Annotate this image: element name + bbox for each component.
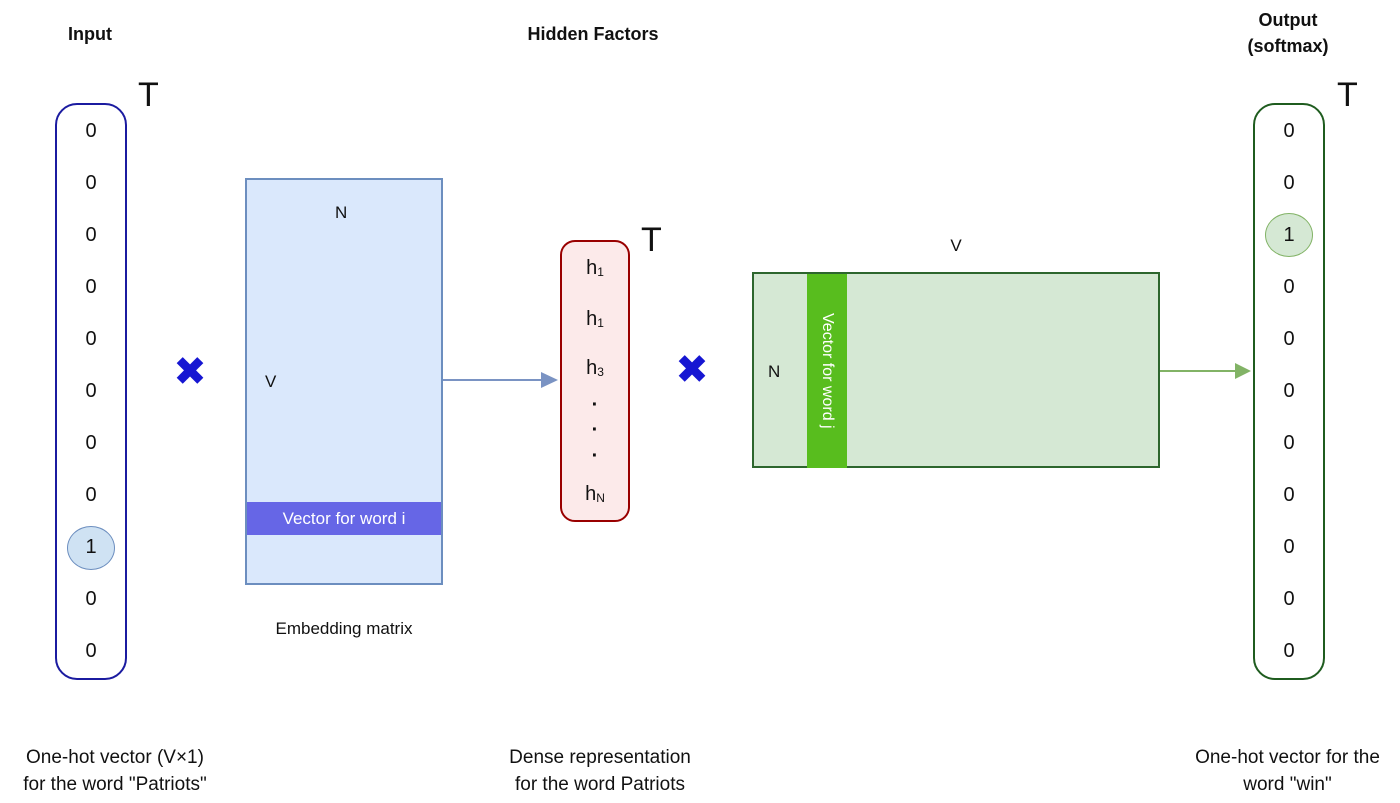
vector-cell: 0 [1255,105,1323,157]
vector-cell: 0 [57,626,125,678]
output-title-line1: Output [1258,10,1318,30]
output-caption-line1: One-hot vector for the [1195,747,1380,768]
embedding-v-label: V [265,372,277,391]
vector-value: 0 [85,484,97,507]
vector-cell: 0 [1255,470,1323,522]
hidden-entry: · [591,393,599,416]
hidden-entry-base: h [586,357,598,380]
hidden-entry-subscript: 1 [597,315,604,330]
embedding-matrix-caption: Embedding matrix [275,619,413,638]
output-vector: 0 0 1 0 0 0 0 0 0 0 0 [1253,103,1325,680]
vector-cell: 0 [57,365,125,417]
embedding-n-label: N [335,203,348,222]
vector-cell: 0 [57,418,125,470]
vector-value: 0 [85,588,97,611]
vector-value: 0 [1283,171,1295,194]
vector-cell: 0 [57,209,125,261]
vector-cell: 0 [1255,626,1323,678]
vector-cell: 0 [1255,313,1323,365]
hidden-entry-subscript: 3 [597,365,604,380]
vector-value: 0 [85,380,97,403]
one-hot-circle: 1 [67,525,115,570]
output-matrix-v-label: V [950,236,962,255]
vector-cell: 0 [57,261,125,313]
input-caption-line1: One-hot vector (V×1) [26,747,204,768]
hidden-caption-line2: for the word Patriots [514,774,686,795]
hidden-caption: Dense representation for the word Patrio… [480,744,720,798]
vector-for-word-j-column: Vector for word j [807,274,847,468]
hidden-entry: · [591,419,599,442]
hidden-transpose-label: T [641,221,662,259]
vector-cell: 0 [57,313,125,365]
input-title: Input [68,24,112,44]
vector-value: 0 [85,119,97,142]
vector-cell: 0 [1255,574,1323,626]
multiply-icon: ✖ [675,348,709,392]
vector-cell: 0 [1255,418,1323,470]
vector-value: 0 [1283,588,1295,611]
hidden-entry-base: h [586,307,598,330]
vector-value: 0 [85,275,97,298]
vector-cell: 0 [57,470,125,522]
hidden-entry: · [591,444,599,467]
vector-value: 0 [1283,327,1295,350]
vector-cell: 0 [1255,365,1323,417]
output-title: Output (softmax) [1188,7,1388,59]
output-weight-matrix: N Vector for word j [752,272,1160,468]
vector-value: 0 [85,223,97,246]
vector-cell: 0 [1255,522,1323,574]
output-caption-line2: word "win" [1243,774,1332,795]
vector-value: 0 [1283,380,1295,403]
vector-for-word-i-row: Vector for word i [247,502,441,535]
input-caption: One-hot vector (V×1) for the word "Patri… [0,744,230,798]
input-caption-line2: for the word "Patriots" [23,774,207,795]
vector-value: 0 [85,640,97,663]
hidden-entry-base: h [586,256,598,279]
vector-value: 0 [85,171,97,194]
hidden-caption-line1: Dense representation [509,747,691,768]
vector-value: 0 [1283,640,1295,663]
output-matrix-n-label: N [768,362,781,381]
vector-value: 0 [1283,432,1295,455]
vector-cell: 1 [57,522,125,574]
vector-cell: 0 [1255,261,1323,313]
vector-value: 0 [85,327,97,350]
input-vector: 0 0 0 0 0 0 0 0 1 0 0 [55,103,127,680]
hidden-factors-title: Hidden Factors [527,24,659,44]
vector-cell: 0 [57,105,125,157]
multiply-icon: ✖ [173,350,207,394]
vector-value: 0 [1283,275,1295,298]
matrix-to-output-arrow-icon [1160,363,1251,379]
hidden-entry-subscript: N [596,491,605,506]
vector-cell: 0 [57,574,125,626]
vector-value: 0 [1283,484,1295,507]
input-transpose-label: T [138,76,159,114]
vector-cell: 1 [1255,209,1323,261]
embedding-matrix: N V Vector for word i [245,178,443,585]
vector-value: 0 [1283,119,1295,142]
vector-cell: 0 [1255,157,1323,209]
output-title-line2: (softmax) [1247,36,1329,56]
embedding-to-hidden-arrow-icon [443,372,558,388]
vector-value: 0 [85,432,97,455]
vector-value: 0 [1283,536,1295,559]
hidden-entry-base: h [585,483,597,506]
output-transpose-label: T [1337,76,1358,114]
hidden-entry-subscript: 1 [597,264,604,279]
one-hot-circle: 1 [1265,213,1313,258]
vector-cell: 0 [57,157,125,209]
output-caption: One-hot vector for the word "win" [1165,744,1400,798]
